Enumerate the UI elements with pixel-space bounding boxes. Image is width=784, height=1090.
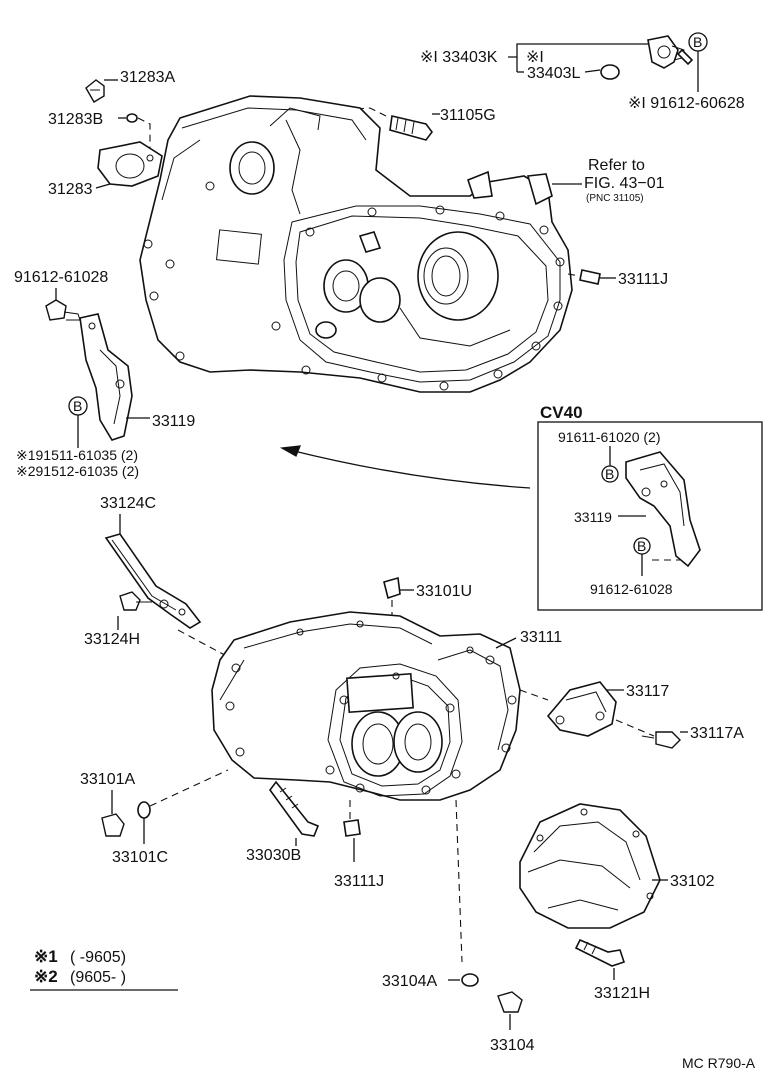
label-33111j-top: 33111J (618, 271, 668, 288)
callout-33121h: 33121H (574, 938, 650, 1002)
part-gasket-33104a (461, 973, 479, 987)
svg-text:B: B (73, 398, 82, 414)
label-33030b: 33030B (246, 847, 301, 864)
label-91612-61028-cv40: 91612-61028 (590, 581, 673, 597)
callout-33117a: 33117A (615, 719, 744, 749)
legend-1-mark: ※1 (34, 947, 58, 966)
part-bracket-33119-cv40 (625, 451, 701, 568)
callout-31283b: 31283B (48, 111, 151, 150)
part-plug-33104 (497, 991, 523, 1013)
part-transaxle-case-lower (211, 611, 521, 801)
label-33111j-bottom: 33111J (334, 873, 384, 890)
label-31105g: 31105G (440, 107, 496, 124)
part-gasket-33101c (137, 801, 151, 819)
label-31283a: 31283A (120, 69, 175, 86)
part-bolt-31283a (85, 79, 105, 103)
label-33101c: 33101C (112, 849, 168, 866)
part-bolt-33117a (655, 731, 681, 749)
label-33403k: ※I 33403K (420, 49, 498, 66)
callout-33111j-bottom: 33111J (334, 800, 384, 890)
label-91511-61035: ※191511-61035 (2) (16, 447, 138, 463)
callout-33403k: ※I 33403K ※I 33403L (420, 43, 648, 82)
legend: ※1 ( -9605) ※2 (9605- ) (30, 947, 178, 991)
label-91611-61020: 91611-61020 (2) (558, 429, 660, 445)
label-33117a: 33117A (690, 725, 744, 742)
label-91512-61035: ※291512-61035 (2) (16, 463, 139, 479)
label-33403l: 33403L (527, 65, 580, 82)
legend-2-range: (9605- ) (70, 969, 126, 986)
label-33111: 33111 (520, 629, 562, 646)
legend-1-range: ( -9605) (70, 949, 126, 966)
label-33121h: 33121H (594, 985, 650, 1002)
callout-33119-left: 33119 (126, 413, 195, 430)
part-bolt-33121h (574, 938, 626, 967)
callout-31283: 31283 (48, 141, 163, 198)
part-speed-sensor-33403k (647, 35, 685, 69)
callout-33111j-top: 33111J (567, 269, 668, 288)
part-bolt-91612-60628 (676, 48, 694, 66)
legend-2-mark: ※2 (34, 967, 58, 986)
part-plug-33101a (101, 813, 125, 837)
callout-91612-61028-left: 91612-61028 (14, 269, 108, 325)
label-91612-61028-left: 91612-61028 (14, 269, 108, 286)
case-bolt-holes (225, 620, 517, 795)
bolt-b-marker-icon (601, 465, 619, 483)
callout-33101c: 33101C (112, 769, 229, 866)
label-33102: 33102 (670, 873, 715, 890)
callout-91612-60628: B ※I 91612-60628 (628, 32, 745, 112)
callout-33117: 33117 (519, 681, 669, 737)
svg-text:B: B (693, 34, 702, 50)
cv40-title: CV40 (540, 403, 583, 422)
label-33101u: 33101U (416, 583, 472, 600)
label-refer-fig: FIG. 43−01 (584, 175, 665, 192)
part-pin-33111j-top (579, 269, 601, 285)
part-bracket-33119-left (79, 313, 133, 441)
part-pin-33111j-bottom (343, 819, 361, 837)
part-transaxle-housing-upper (139, 95, 573, 393)
part-cover-33102 (519, 803, 661, 929)
callout-33030b: 33030B (246, 780, 320, 864)
figure-code: MC R790-A (682, 1055, 756, 1071)
housing-bolt-holes (143, 181, 565, 391)
part-plug-33101u (383, 576, 401, 600)
label-33403l-mark: ※I (526, 49, 544, 66)
label-33101a: 33101A (80, 771, 135, 788)
callout-33101a: 33101A (80, 771, 135, 837)
callout-33101u: 33101U (383, 576, 472, 624)
part-cover-31283 (97, 141, 163, 187)
callout-33102: 33102 (519, 803, 715, 929)
part-bracket-33117 (546, 681, 617, 737)
callout-33104: 33104 (490, 991, 535, 1054)
label-33119-cv40: 33119 (574, 509, 612, 525)
part-shift-lever-33124c (104, 533, 202, 629)
label-31283: 31283 (48, 181, 93, 198)
variant-arrow (279, 445, 531, 489)
label-33124h: 33124H (84, 631, 140, 648)
svg-text:B: B (605, 466, 614, 482)
label-33104a: 33104A (382, 973, 437, 990)
part-bolt-91612-61028-left (45, 299, 67, 321)
part-bolt-33124h (119, 591, 141, 611)
part-bolt-33030b (269, 780, 320, 837)
part-o-ring-33403l (600, 64, 620, 80)
label-91612-60628: ※I 91612-60628 (628, 95, 745, 112)
svg-text:B: B (637, 538, 646, 554)
callout-33124c: 33124C (100, 495, 202, 629)
callout-refer-fig: Refer to FIG. 43−01 (PNC 31105) (552, 157, 665, 204)
callout-31283a: 31283A (85, 69, 175, 103)
label-refer-to: Refer to (588, 157, 645, 174)
label-33104: 33104 (490, 1037, 535, 1054)
part-stud-31105g (389, 115, 433, 141)
label-33124c: 33124C (100, 495, 156, 512)
callout-33104a: 33104A (382, 799, 479, 990)
callout-bolt-b-left: B ※191511-61035 (2) ※291512-61035 (2) (16, 396, 139, 479)
part-pin-31283b (126, 113, 138, 123)
cv40-variant-box: CV40 91611-61020 (2) B 33119 B 91612-610… (537, 403, 763, 611)
label-refer-pnc: (PNC 31105) (586, 193, 644, 204)
callout-33111: 33111 (495, 629, 562, 649)
label-33117: 33117 (626, 683, 669, 700)
label-31283b: 31283B (48, 111, 103, 128)
label-33119-left: 33119 (152, 413, 195, 430)
